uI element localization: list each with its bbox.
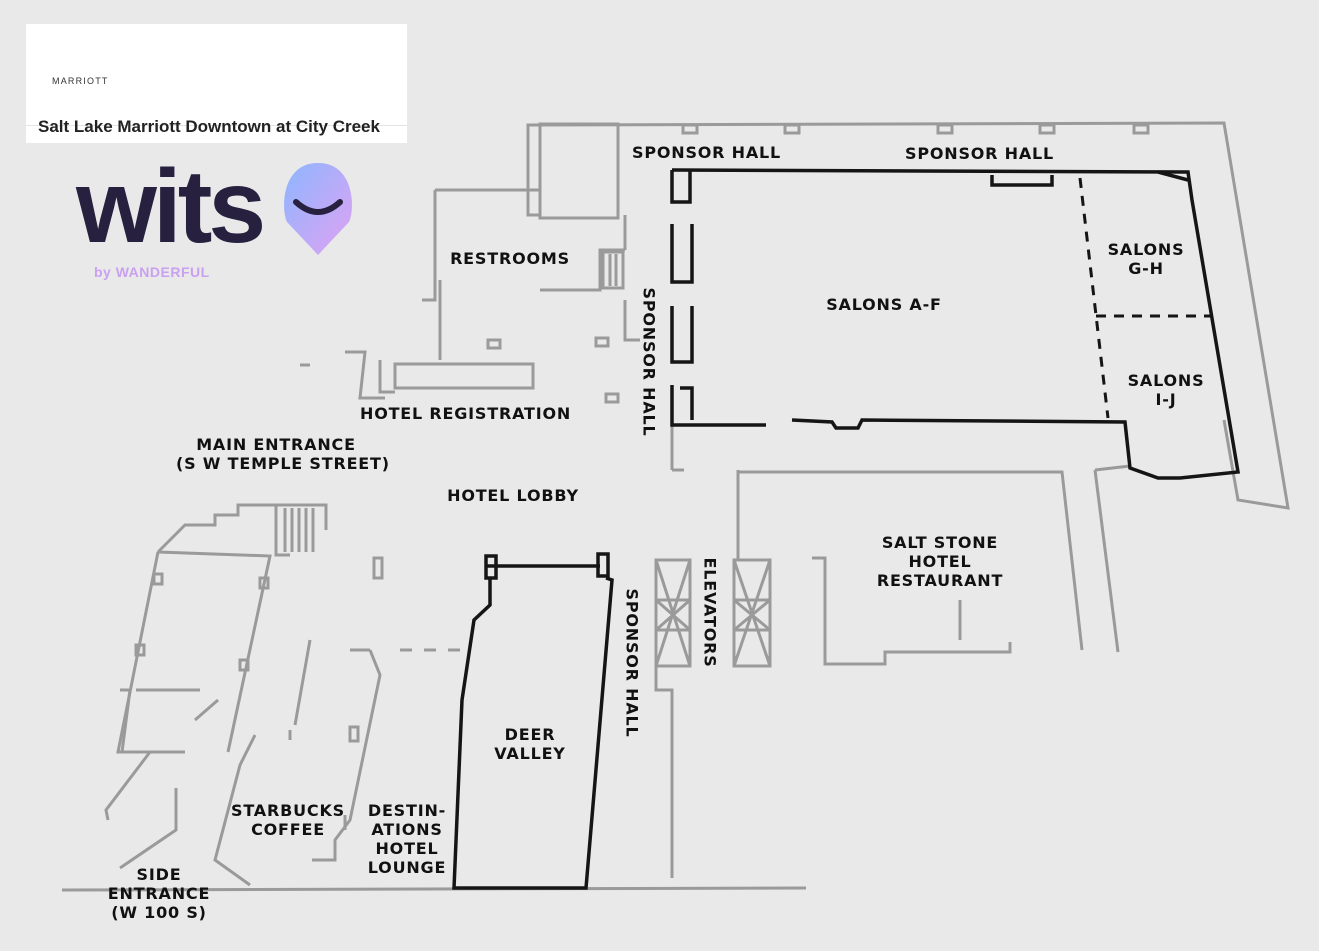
label-deer-valley: DEER VALLEY <box>480 725 580 763</box>
label-side-entrance-line-3: (W 100 S) <box>111 903 207 922</box>
label-salons-a-f: SALONS A-F <box>826 295 942 314</box>
label-salons-g-h: SALONS G-H <box>1100 240 1192 278</box>
label-sponsor-hall-vertical-lower: SPONSOR HALL <box>622 588 642 738</box>
label-salt-stone-line-2: HOTEL <box>908 552 972 571</box>
label-main-entrance-line-1: MAIN ENTRANCE <box>196 435 356 454</box>
label-destinations-lounge: DESTIN- ATIONS HOTEL LOUNGE <box>362 801 452 877</box>
wits-pin-icon <box>284 163 352 255</box>
label-salt-stone-restaurant: SALT STONE HOTEL RESTAURANT <box>870 533 1010 590</box>
label-main-entrance: MAIN ENTRANCE (S W TEMPLE STREET) <box>176 435 390 473</box>
marriott-wordmark: MARRIOTT <box>52 76 109 86</box>
label-sponsor-hall-top-right: SPONSOR HALL <box>905 144 1055 163</box>
label-destinations-line-4: LOUNGE <box>367 858 447 877</box>
wits-tagline: by WANDERFUL <box>94 264 210 280</box>
deer-valley-room <box>452 552 614 890</box>
marriott-brand-card: MARRIOTT Salt Lake Marriott Downtown at … <box>26 24 407 143</box>
label-hotel-lobby: HOTEL LOBBY <box>447 486 579 505</box>
label-destinations-line-3: HOTEL <box>375 839 439 858</box>
label-deer-valley-line-2: VALLEY <box>494 744 566 763</box>
wits-wordmark: wits <box>76 149 266 265</box>
salons-event-room <box>670 168 1241 480</box>
hotel-name: Salt Lake Marriott Downtown at City Cree… <box>38 117 380 136</box>
building-walls <box>61 121 1290 892</box>
label-starbucks-line-1: STARBUCKS <box>231 801 345 820</box>
label-sponsor-hall-vertical-upper: SPONSOR HALL <box>639 287 659 437</box>
label-starbucks-coffee: STARBUCKS COFFEE <box>230 801 346 839</box>
label-salons-i-j: SALONS I-J <box>1120 371 1212 409</box>
label-side-entrance-line-1: SIDE <box>136 865 182 884</box>
label-elevators: ELEVATORS <box>700 557 720 668</box>
label-salt-stone-line-1: SALT STONE <box>881 533 999 552</box>
label-hotel-registration: HOTEL REGISTRATION <box>360 404 572 423</box>
brand-card-divider <box>26 125 407 126</box>
label-destinations-line-2: ATIONS <box>371 820 443 839</box>
label-salons-i-j-line-2: I-J <box>1155 390 1177 409</box>
label-restrooms: RESTROOMS <box>450 249 570 268</box>
label-starbucks-line-2: COFFEE <box>251 820 325 839</box>
label-main-entrance-line-2: (S W TEMPLE STREET) <box>176 454 390 473</box>
label-destinations-line-1: DESTIN- <box>367 801 447 820</box>
label-side-entrance-line-2: ENTRANCE <box>107 884 211 903</box>
label-deer-valley-line-1: DEER <box>504 725 556 744</box>
label-salons-g-h-line-1: SALONS <box>1107 240 1185 259</box>
label-salons-g-h-line-2: G-H <box>1128 259 1164 278</box>
label-salons-i-j-line-1: SALONS <box>1127 371 1205 390</box>
label-side-entrance: SIDE ENTRANCE (W 100 S) <box>104 865 214 922</box>
label-sponsor-hall-top-left: SPONSOR HALL <box>632 143 782 162</box>
label-salt-stone-line-3: RESTAURANT <box>876 571 1004 590</box>
